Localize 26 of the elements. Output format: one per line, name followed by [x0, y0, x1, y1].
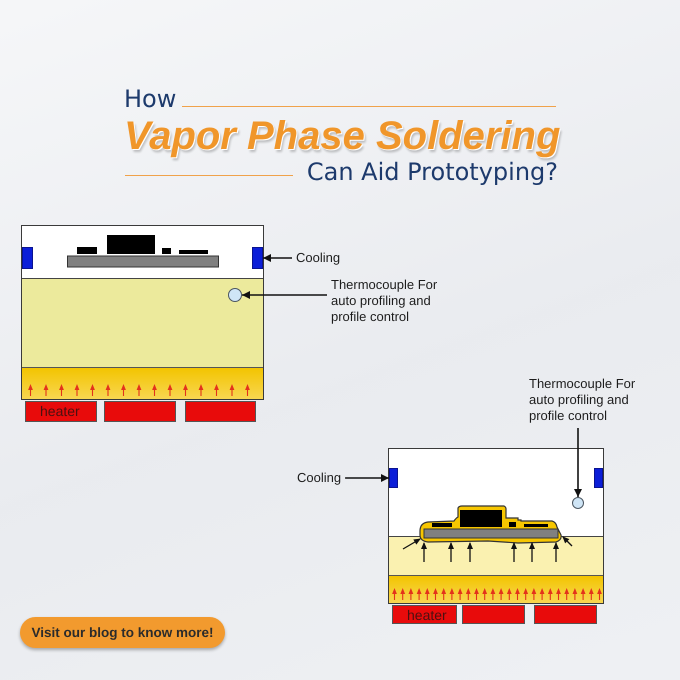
callout-text: Cooling — [296, 250, 340, 266]
leader-arrow — [263, 254, 292, 262]
callout-text: Thermocouple For auto profiling and profile control — [529, 376, 649, 424]
leader-arrow — [242, 291, 327, 299]
cooling-block — [22, 247, 33, 269]
heater-block — [25, 401, 97, 422]
heater-block — [534, 605, 597, 624]
cooling-block — [594, 468, 603, 488]
fluid-layer — [22, 367, 263, 399]
soldering-chamber — [21, 225, 264, 400]
callout-text: Cooling — [297, 470, 342, 486]
leader-arrow — [345, 474, 389, 482]
blog-button: Visit our blog to know more! — [20, 617, 225, 648]
heater-block — [462, 605, 525, 624]
cooling-block — [389, 468, 398, 488]
callout-text: Thermocouple For auto profiling and profile control — [331, 277, 451, 325]
leader-arrow — [574, 428, 582, 497]
heater-block — [104, 401, 176, 422]
heater-block — [392, 605, 457, 624]
heater-label: heater — [40, 403, 80, 420]
soldering-chamber — [388, 448, 604, 604]
cooling-block — [252, 247, 263, 269]
heater-block — [185, 401, 256, 422]
fluid-layer — [389, 575, 603, 603]
thermocouple-sensor — [572, 497, 584, 509]
heater-label: heater — [407, 607, 447, 624]
